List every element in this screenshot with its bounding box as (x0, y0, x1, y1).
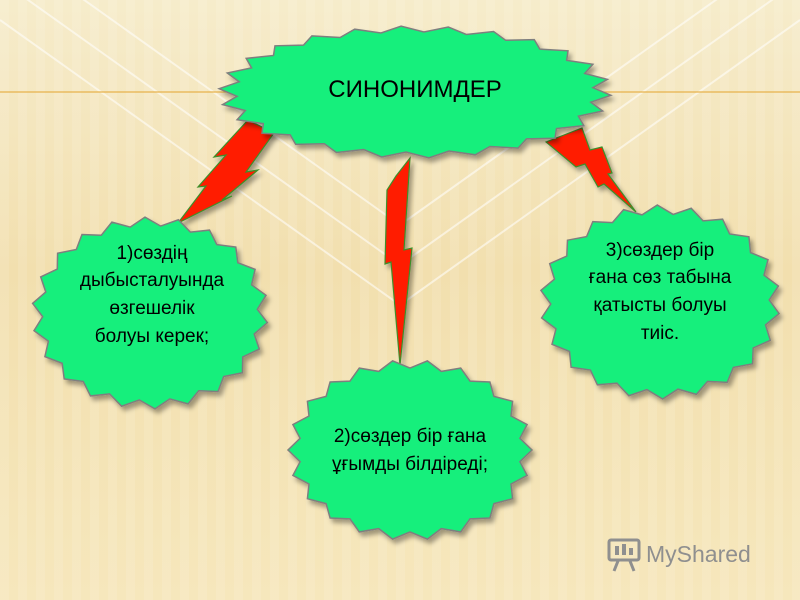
diagram-title: СИНОНИМДЕР (328, 75, 502, 103)
presentation-board-icon (607, 538, 641, 572)
watermark-logo: MyShared (606, 535, 776, 575)
title-burst-shape (217, 25, 613, 159)
lightning-bolt-connector-1 (177, 119, 275, 224)
node-3-burst-shape (539, 204, 781, 400)
lightning-bolt-connector-3 (544, 127, 637, 213)
node-1-burst-shape (31, 216, 269, 410)
node-3-text: 3)сөздер бір ғана сөз табына қатысты бол… (588, 239, 732, 344)
node-2-text: 2)сөздер бір ғана ұғымды білдіреді; (332, 426, 488, 475)
node-1-text: 1)сөздің дыбысталуында өзгешелік болуы к… (79, 242, 225, 347)
watermark-text: MyShared (646, 541, 751, 567)
node-2-burst-shape (286, 360, 534, 540)
lightning-bolt-connector-2 (384, 156, 413, 366)
